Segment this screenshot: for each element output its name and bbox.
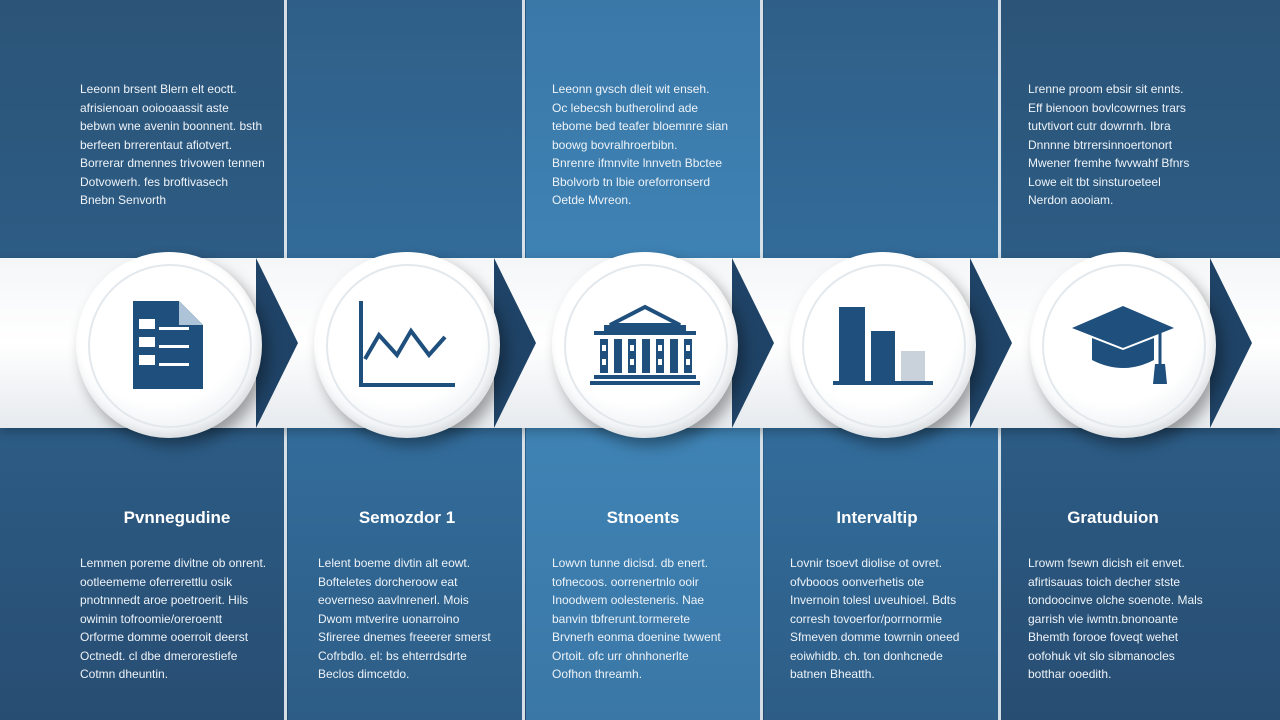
stage-circle-1 bbox=[314, 252, 500, 438]
arrow-chevron bbox=[1210, 258, 1252, 428]
stage-4-bottom-text: Lrowm fsewn dicish eit envet.afirtisauas… bbox=[1028, 556, 1203, 681]
stage-circle-3 bbox=[790, 252, 976, 438]
text-line: Oofhon threamh. bbox=[552, 667, 643, 681]
text-line: Ortoit. ofc urr ohnhonerlte bbox=[552, 648, 689, 663]
stage-circle-4 bbox=[1030, 252, 1216, 438]
stage-title: Pvnnegudine bbox=[123, 508, 231, 527]
arrow-chevron bbox=[732, 258, 774, 428]
stage-0-bottom-text: Lemmen poreme divitne ob onrent.ootleeme… bbox=[80, 556, 267, 681]
stage-3-bottom-text: Lovnir tsoevt diolise ot ovret.ofvbooos … bbox=[790, 556, 960, 681]
arrow-chevron bbox=[256, 258, 298, 428]
text-line: banvin tbfrerunt.tormerete bbox=[552, 611, 691, 626]
text-line: Lowvn tunne dicisd. db enert. bbox=[552, 556, 709, 570]
line-chart-icon bbox=[359, 301, 455, 387]
text-line: Brvnerh eonma doenine twwent bbox=[552, 630, 721, 644]
stage-1-bottom-text: Lelent boeme divtin alt eowt.Bofteletes … bbox=[318, 556, 491, 681]
stage-2-bottom-text: Lowvn tunne dicisd. db enert. tofnecoos. … bbox=[552, 554, 742, 684]
stage-circle-0 bbox=[76, 252, 262, 438]
document-checklist-icon bbox=[133, 301, 203, 389]
graduation-cap-icon bbox=[1072, 306, 1174, 384]
stage-title: Gratuduion bbox=[1067, 508, 1159, 527]
university-building-icon bbox=[590, 304, 700, 385]
stage-circle-2 bbox=[552, 252, 738, 438]
arrow-chevron bbox=[494, 258, 536, 428]
arrow-chevron bbox=[970, 258, 1012, 428]
stage-title: Semozdor 1 bbox=[358, 508, 456, 527]
stage-0-top-text: Leeonn brsent Blern elt eoctt.afrisienoa… bbox=[80, 82, 265, 207]
text-line: tofnecoos. oorrenertnlo ooir bbox=[552, 574, 699, 589]
bar-chart-icon bbox=[833, 307, 933, 385]
stage-title: Stnoents bbox=[606, 508, 680, 527]
stage-title: Intervaltip bbox=[836, 508, 918, 527]
stage-4-top-text: Lrenne proom ebsir sit ennts.Eff bienoon… bbox=[1028, 82, 1190, 207]
stage-2-top-text: Leeonn gvsch dleit wit enseh.Oc lebecsh … bbox=[552, 82, 729, 207]
text-line: Inoodwem oolesteneris. Nae bbox=[552, 593, 705, 607]
